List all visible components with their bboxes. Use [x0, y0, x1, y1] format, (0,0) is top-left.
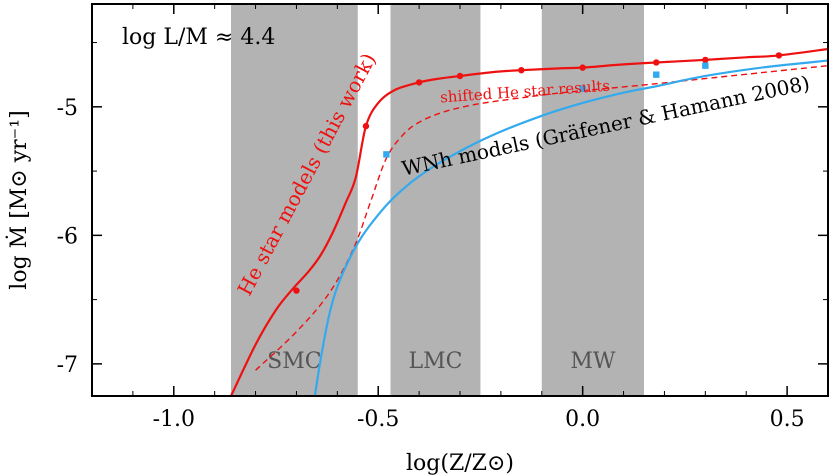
- series-1-point: [579, 64, 586, 71]
- series-3-point: [653, 71, 660, 78]
- y-tick-label: -6: [57, 224, 78, 249]
- series-3-line: [313, 59, 828, 396]
- y-tick-label: -7: [57, 353, 78, 378]
- x-axis-label: log(Z/Z⊙): [406, 451, 514, 476]
- series-1-point: [456, 72, 464, 80]
- band-smc: [231, 4, 358, 396]
- series-1-point: [415, 79, 423, 86]
- series-1-point: [518, 66, 525, 74]
- y-tick-label: -5: [57, 96, 78, 121]
- series-3-point: [383, 151, 390, 158]
- series-3-point: [579, 85, 586, 93]
- band-label-mw: MW: [570, 349, 616, 374]
- chart-annotation: log L/M ≈ 4.4: [122, 25, 275, 50]
- series-3-point: [702, 62, 709, 69]
- series-1-point: [775, 52, 783, 59]
- metallicity-bands: SMC LMC MW: [231, 4, 644, 396]
- series-1-point: [362, 122, 370, 130]
- series-layer: [230, 47, 828, 396]
- x-tick-label: -1.0: [153, 407, 195, 432]
- x-tick-label: 0.0: [565, 407, 600, 432]
- x-tick-label: 0.5: [770, 407, 805, 432]
- series-1-point: [653, 59, 660, 66]
- y-axis-label: log Ṁ [M⊙ yr⁻¹]: [5, 110, 32, 289]
- band-label-smc: SMC: [267, 349, 321, 374]
- series-1-point: [293, 287, 300, 294]
- x-tick-label: -0.5: [357, 407, 399, 432]
- series-1-point: [702, 56, 709, 64]
- axis-ticks: -1.0 -0.5 0.0 0.5 -7 -6 -5: [57, 4, 828, 432]
- band-mw: [541, 4, 644, 396]
- band-lmc: [390, 4, 481, 396]
- band-label-lmc: LMC: [408, 349, 462, 374]
